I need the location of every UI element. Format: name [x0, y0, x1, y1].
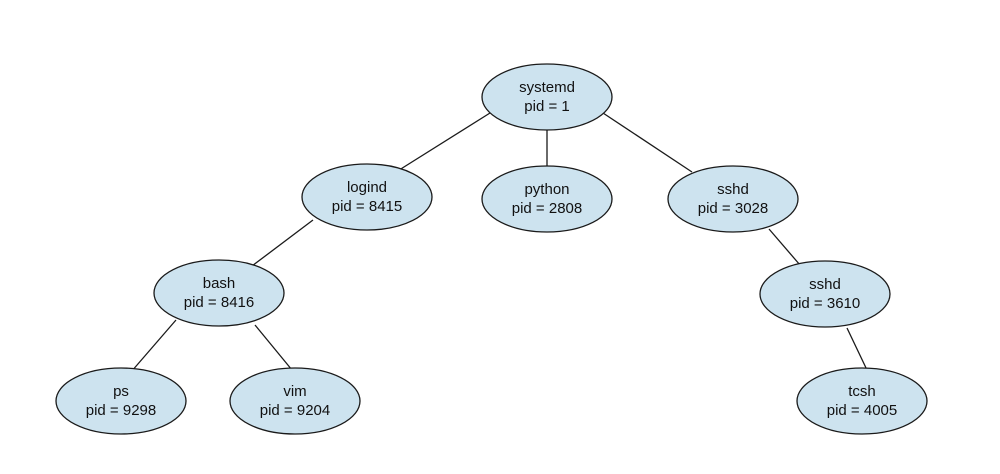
- process-name: vim: [283, 383, 306, 400]
- process-node-sshd-3028: sshd pid = 3028: [667, 165, 799, 233]
- process-name: sshd: [809, 276, 841, 293]
- process-node-ps: ps pid = 9298: [55, 367, 187, 435]
- edge-sshd-3028-sshd-3610: [768, 228, 801, 266]
- node-ellipse: [229, 367, 361, 435]
- process-name: sshd: [717, 181, 749, 198]
- process-pid: pid = 4005: [827, 402, 897, 419]
- process-pid: pid = 3610: [790, 295, 860, 312]
- edge-sshd-3610-tcsh: [846, 327, 868, 371]
- node-ellipse: [481, 165, 613, 233]
- edge-systemd-logind: [395, 112, 491, 173]
- node-ellipse: [796, 367, 928, 435]
- process-node-bash: bash pid = 8416: [153, 259, 285, 327]
- process-name: ps: [113, 383, 129, 400]
- process-name: logind: [347, 179, 387, 196]
- process-node-vim: vim pid = 9204: [229, 367, 361, 435]
- process-name: systemd: [519, 79, 575, 96]
- node-ellipse: [759, 260, 891, 328]
- process-pid: pid = 9204: [260, 402, 330, 419]
- process-pid: pid = 1: [524, 98, 569, 115]
- edge-systemd-sshd-3028: [602, 112, 693, 173]
- node-ellipse: [55, 367, 187, 435]
- node-ellipse: [153, 259, 285, 327]
- process-pid: pid = 3028: [698, 200, 768, 217]
- edge-bash-vim: [254, 324, 293, 371]
- node-ellipse: [301, 163, 433, 231]
- node-ellipse: [481, 63, 613, 131]
- process-node-systemd: systemd pid = 1: [481, 63, 613, 131]
- process-pid: pid = 8415: [332, 198, 402, 215]
- process-node-sshd-3610: sshd pid = 3610: [759, 260, 891, 328]
- process-name: tcsh: [848, 383, 876, 400]
- process-pid: pid = 8416: [184, 294, 254, 311]
- process-node-tcsh: tcsh pid = 4005: [796, 367, 928, 435]
- node-ellipse: [667, 165, 799, 233]
- process-pid: pid = 9298: [86, 402, 156, 419]
- edge-logind-bash: [251, 219, 314, 267]
- tree-edges: [130, 112, 868, 373]
- process-name: python: [524, 181, 569, 198]
- process-name: bash: [203, 275, 236, 292]
- process-node-python: python pid = 2808: [481, 165, 613, 233]
- process-node-logind: logind pid = 8415: [301, 163, 433, 231]
- process-pid: pid = 2808: [512, 200, 582, 217]
- edge-bash-ps: [130, 319, 177, 373]
